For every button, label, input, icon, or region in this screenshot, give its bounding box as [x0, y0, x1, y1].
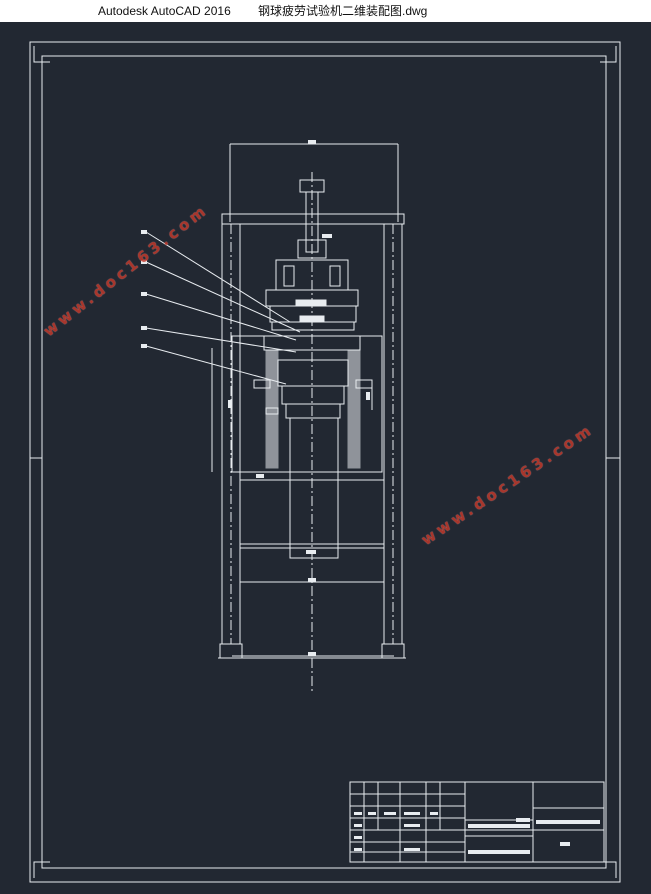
file-name: 钢球疲劳试验机二维装配图.dwg: [258, 4, 428, 18]
window-titlebar[interactable]: Autodesk AutoCAD 2016 钢球疲劳试验机二维装配图.dwg: [0, 0, 651, 22]
drawing-canvas[interactable]: www.doc163.com www.doc163.com: [0, 22, 651, 894]
cad-drawing: [29, 41, 621, 883]
outer-sheet-border: [29, 41, 621, 883]
lower-shaft: [289, 417, 339, 559]
app-name: Autodesk AutoCAD 2016: [98, 4, 231, 18]
title-block: [349, 781, 605, 863]
inner-sheet-border: [41, 55, 607, 869]
top-plate: [221, 213, 405, 225]
